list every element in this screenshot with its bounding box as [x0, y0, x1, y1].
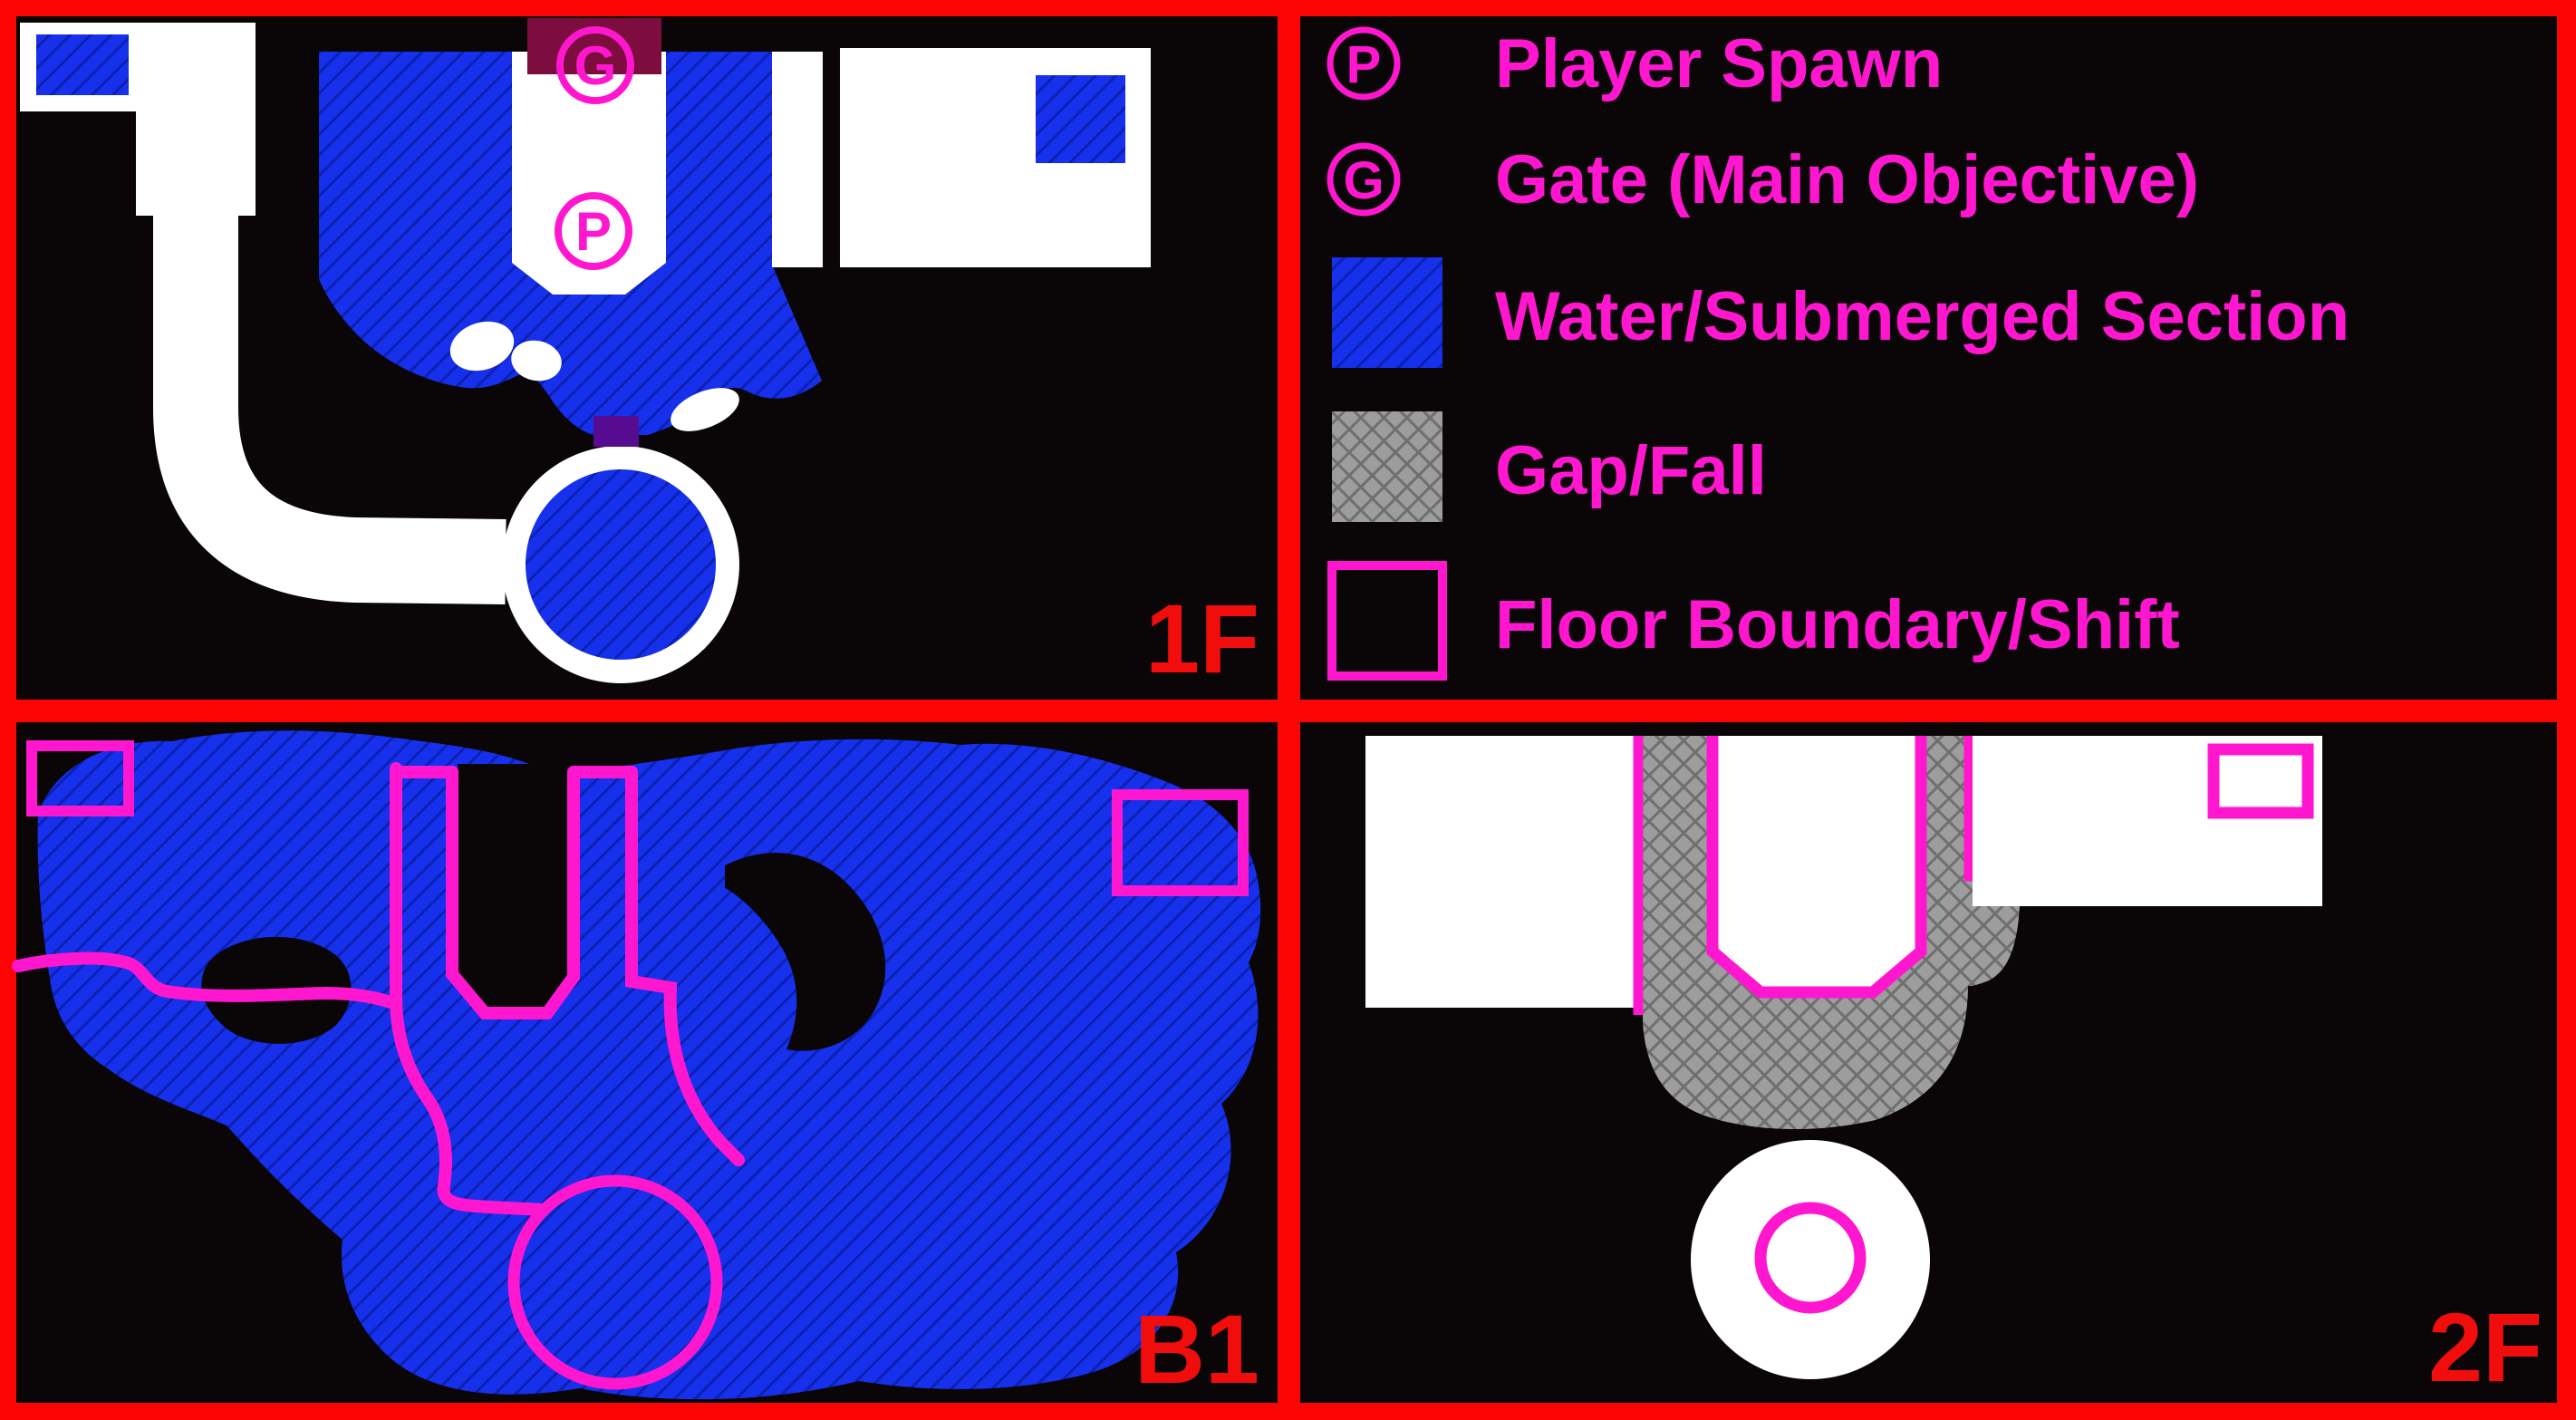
legend-player-letter: P	[1346, 35, 1382, 94]
b1-boundary-rect-topleft	[26, 740, 134, 816]
legend-item-player-spawn: P Player Spawn	[1327, 25, 1943, 102]
legend-item-boundary: Floor Boundary/Shift	[1327, 561, 2180, 681]
legend-gate-label: Gate (Main Objective)	[1495, 141, 2199, 218]
b1-boundary-inner	[446, 766, 638, 1019]
map-b1: B1	[12, 730, 1261, 1404]
legend-boundary-label: Floor Boundary/Shift	[1495, 586, 2180, 663]
2f-room-left	[1365, 736, 1634, 1008]
2f-gap-hole	[1754, 1202, 1867, 1314]
map-1f: G P 1F	[20, 18, 1259, 693]
1f-white-detail-1	[449, 321, 515, 372]
legend-player-label: Player Spawn	[1495, 25, 1943, 102]
1f-strip-room	[772, 52, 823, 267]
b1-water-blob	[37, 730, 1261, 1400]
1f-corridor-j	[153, 168, 507, 604]
1f-water-topright	[1036, 75, 1125, 163]
b1-corridor-void	[458, 764, 573, 1015]
1f-white-detail-3	[671, 388, 739, 431]
legend-item-gate: G Gate (Main Objective)	[1327, 141, 2199, 218]
gate-marker-letter: G	[574, 35, 617, 96]
2f-round-room	[1691, 1140, 1930, 1379]
gap-swatch	[1332, 411, 1442, 522]
2f-gap-rect-topright	[2207, 743, 2314, 819]
legend-item-water: Water/Submerged Section	[1332, 257, 2349, 368]
map-2f: 2F	[1365, 736, 2542, 1402]
legend-item-gap: Gap/Fall	[1332, 411, 1767, 522]
legend-gap-label: Gap/Fall	[1495, 432, 1767, 509]
legend-gate-letter: G	[1343, 151, 1384, 210]
1f-pool-water	[526, 469, 716, 660]
b1-boundary-left-outer	[390, 762, 550, 1216]
boundary-swatch	[1327, 561, 1447, 681]
gate-icon: G	[556, 26, 634, 104]
player-spawn-icon	[1327, 26, 1401, 101]
legend: P Player Spawn G Gate (Main Objective) W…	[1327, 25, 2349, 681]
floor-label-b1: B1	[1134, 1294, 1259, 1404]
floor-label-2f: 2F	[2428, 1292, 2542, 1402]
player-marker-letter: P	[575, 201, 612, 262]
b1-island-hole-right	[725, 853, 886, 1051]
floor-label-1f: 1F	[1145, 584, 1259, 693]
2f-u-room	[1706, 736, 1927, 999]
b1-boundary-circle	[507, 1174, 723, 1390]
1f-door-block	[593, 416, 639, 447]
1f-white-detail-2	[511, 340, 562, 382]
2f-room-right	[1973, 736, 2322, 906]
water-swatch	[1332, 257, 1442, 368]
b1-boundary-rect-topright	[1112, 789, 1249, 896]
b1-boundary-wavy-line	[12, 951, 402, 1010]
legend-water-label: Water/Submerged Section	[1495, 278, 2349, 355]
b1-boundary-right-outer	[625, 766, 745, 1166]
1f-water-topleft	[36, 34, 129, 95]
gate-icon	[1327, 142, 1401, 217]
panel-legend-bg	[1300, 16, 2557, 700]
player-spawn-icon: P	[555, 192, 632, 270]
